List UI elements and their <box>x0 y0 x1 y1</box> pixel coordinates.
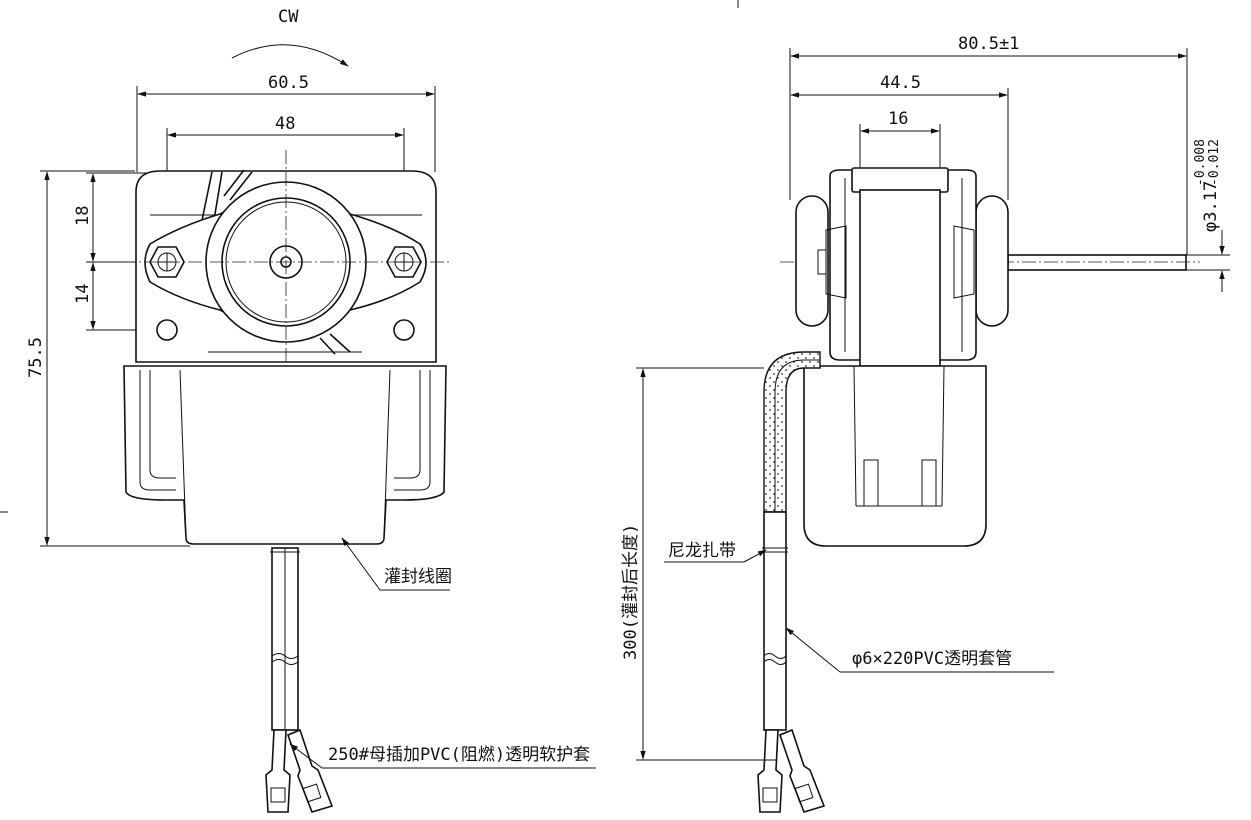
dimension-overall-length: 80.5±1 <box>958 34 1019 54</box>
potting-cup <box>123 365 447 545</box>
end-cap-right <box>975 195 1009 327</box>
mounting-hole-right <box>393 319 415 341</box>
terminal-note: 250#母插加PVC(阻燃)透明软护套 <box>328 745 590 765</box>
rotation-arrow <box>231 44 349 67</box>
front-view: CW 60.5 48 18 14 75.5 <box>26 7 596 813</box>
dimension-shaft-diameter: φ3.17 <box>1201 181 1221 232</box>
dimension-hole-spacing: 48 <box>275 114 295 134</box>
dimension-bracket-width: 16 <box>888 109 908 129</box>
lead-sleeve-side <box>763 511 787 731</box>
shaft-tolerance-upper: -0.008 <box>1193 139 1208 186</box>
rotation-label: CW <box>278 7 299 27</box>
tie-note: 尼龙扎带 <box>668 541 736 561</box>
terminals-side <box>757 728 826 813</box>
bracket-side <box>859 189 941 367</box>
dimension-upper-offset: 18 <box>73 206 93 226</box>
side-view: 80.5±1 44.5 16 φ3.17 -0.008 -0.012 <box>621 34 1230 813</box>
potting-note: 灌封线圈 <box>384 567 452 587</box>
sleeve-note: φ6×220PVC透明套管 <box>852 649 1012 669</box>
shaft-tolerance-lower: -0.012 <box>1207 139 1222 186</box>
terminals-front <box>265 728 334 813</box>
dimension-overall-height: 75.5 <box>26 337 46 378</box>
dimension-lead-length: 300(灌封后长度) <box>621 524 641 660</box>
end-cap-left <box>795 195 829 327</box>
motor-shaft <box>1007 254 1187 271</box>
dimension-overall-width: 60.5 <box>268 73 309 93</box>
potting-cup-side <box>803 365 987 547</box>
mounting-hole-left <box>156 319 178 341</box>
dimension-body-length: 44.5 <box>880 73 921 93</box>
dimension-lower-offset: 14 <box>73 284 93 304</box>
